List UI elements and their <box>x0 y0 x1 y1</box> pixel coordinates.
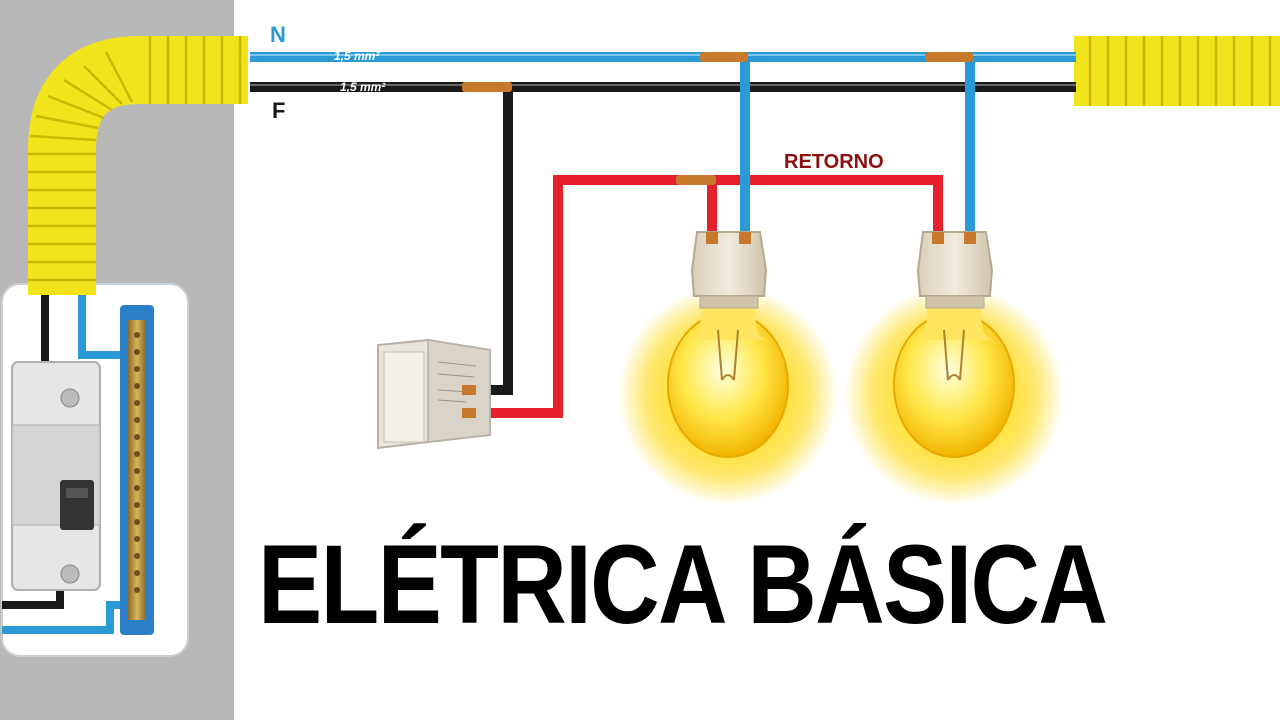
neutral-label: N <box>270 22 286 47</box>
phase-gauge-label: 1,5 mm² <box>340 80 386 94</box>
conduit-elbow <box>28 36 248 295</box>
neutral-gauge-label: 1,5 mm² <box>334 49 380 63</box>
lamp-2 <box>844 231 1064 505</box>
phase-wire <box>250 82 1076 92</box>
page-title: ELÉTRICA BÁSICA <box>258 522 1108 647</box>
splice-joints <box>462 52 973 185</box>
return-wire <box>470 175 943 418</box>
phase-drop-wire <box>470 87 513 395</box>
neutral-busbar <box>120 305 154 635</box>
light-switch <box>377 338 491 450</box>
neutral-drop-wires <box>740 57 975 232</box>
phase-label: F <box>272 98 285 123</box>
lamp-1 <box>618 231 838 505</box>
conduit-right <box>1074 36 1280 106</box>
return-label: RETORNO <box>784 151 884 173</box>
circuit-breaker <box>11 361 101 591</box>
